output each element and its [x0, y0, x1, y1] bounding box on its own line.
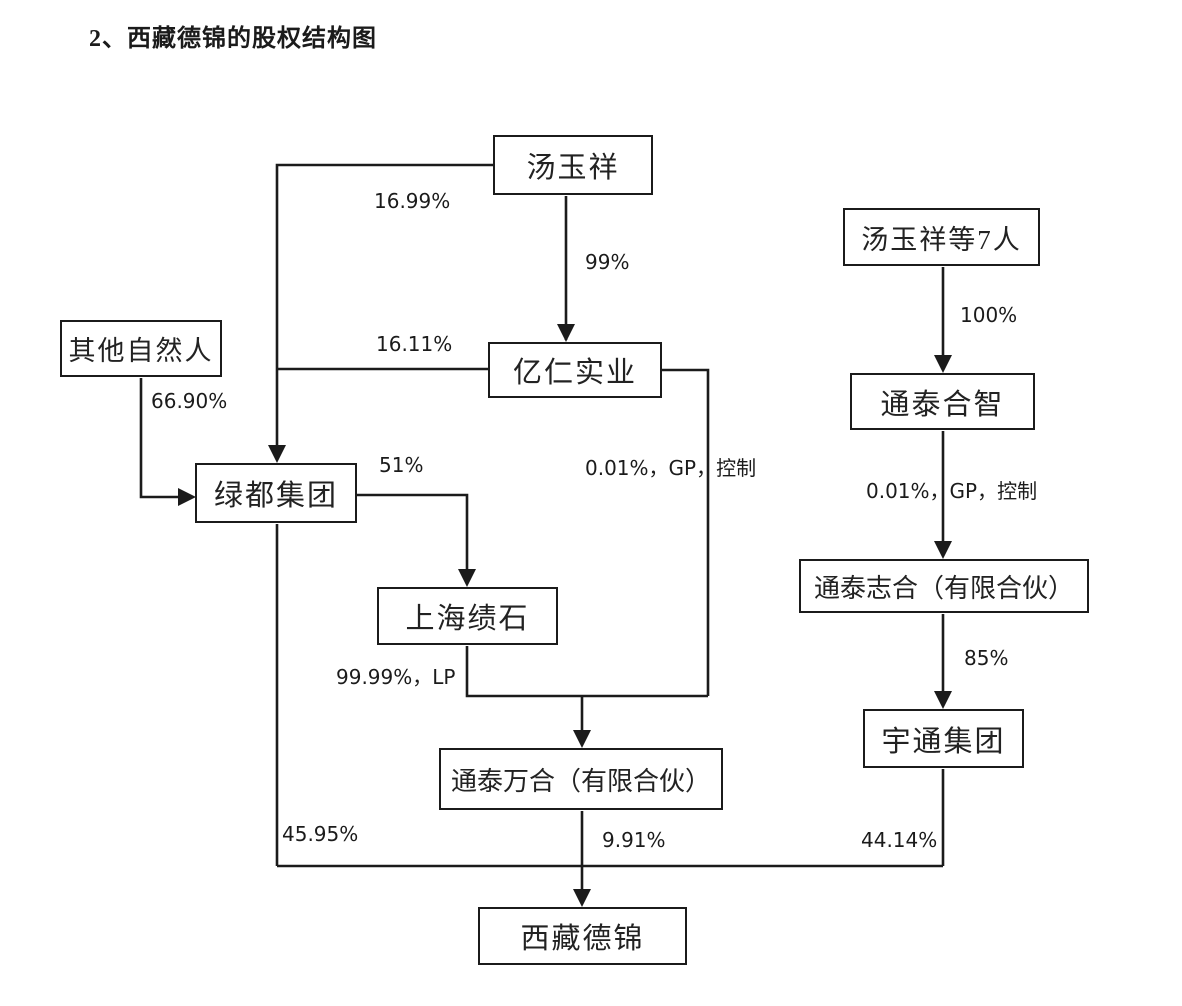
edge-label-66-90-pct: 66.90% — [151, 389, 228, 413]
node-tang-yuxiang: 汤玉祥 — [493, 135, 653, 195]
node-shanghai-jishi: 上海绩石 — [377, 587, 558, 645]
edge-label-44-14-pct: 44.14% — [861, 828, 938, 852]
edge-line-jishi-to-wanhe — [465, 646, 708, 698]
arrowhead-into-ludu-top — [268, 445, 286, 463]
edge-line-tang-to-ludu — [275, 163, 494, 460]
arrowhead-into-yutong — [934, 691, 952, 709]
node-yutong-group: 宇通集团 — [863, 709, 1024, 768]
node-other-natural-persons: 其他自然人 — [60, 320, 222, 377]
node-ludu-group: 绿都集团 — [195, 463, 357, 523]
edge-label-51-pct: 51% — [379, 453, 424, 477]
node-xizang-dejin: 西藏德锦 — [478, 907, 687, 965]
arrowhead-into-jishi — [458, 569, 476, 587]
arrowhead-into-hezhi — [934, 355, 952, 373]
arrowhead-into-wanhe — [573, 730, 591, 748]
edge-label-9-91-pct: 9.91% — [602, 828, 666, 852]
node-tongtai-zhihe-lp: 通泰志合（有限合伙） — [799, 559, 1089, 613]
arrowhead-into-ludu-left — [178, 488, 196, 506]
edge-label-99-99-lp: 99.99%，LP — [336, 665, 456, 689]
arrowhead-into-yiren — [557, 324, 575, 342]
edge-line-ludu-to-jishi — [357, 493, 469, 584]
edge-label-gp-control-right: 0.01%，GP，控制 — [866, 479, 1038, 503]
arrowhead-into-zhihe — [934, 541, 952, 559]
edge-label-16-99-pct: 16.99% — [374, 189, 451, 213]
node-tang-yuxiang-and-7-persons: 汤玉祥等7人 — [843, 208, 1040, 266]
node-tongtai-wanhe-lp: 通泰万合（有限合伙） — [439, 748, 723, 810]
edge-label-45-95-pct: 45.95% — [282, 822, 359, 846]
node-tongtai-hezhi: 通泰合智 — [850, 373, 1035, 430]
edge-label-99-pct: 99% — [585, 250, 630, 274]
edge-line-yiren-to-wanhe — [662, 368, 710, 696]
edge-label-85-pct: 85% — [964, 646, 1009, 670]
arrowhead-into-dejin — [573, 889, 591, 907]
edge-label-16-11-pct: 16.11% — [376, 332, 453, 356]
page-title: 2、西藏德锦的股权结构图 — [89, 26, 377, 52]
edge-label-100-pct: 100% — [960, 303, 1018, 327]
edge-label-gp-control-center: 0.01%，GP，控制 — [585, 456, 757, 480]
node-yiren-industrial: 亿仁实业 — [488, 342, 662, 398]
edge-line-qita-to-ludu — [139, 378, 192, 499]
